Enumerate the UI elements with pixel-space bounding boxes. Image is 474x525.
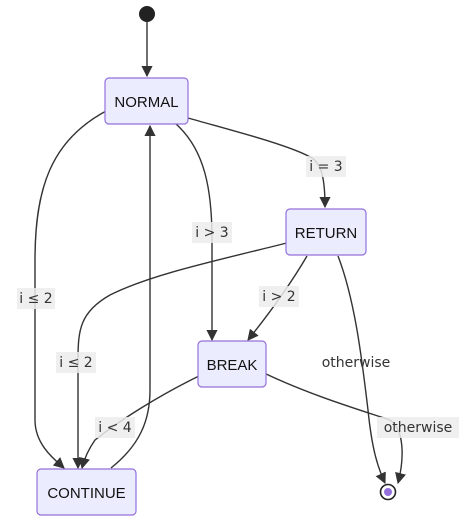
svg-text:BREAK: BREAK xyxy=(207,357,258,374)
svg-text:NORMAL: NORMAL xyxy=(114,94,178,111)
edge-return-to-end xyxy=(337,255,386,485)
svg-text:otherwise: otherwise xyxy=(384,420,453,436)
edge-continue-to-normal xyxy=(110,124,156,469)
svg-text:i ≤ 2: i ≤ 2 xyxy=(19,291,52,307)
label-return-to-continue: i ≤ 2 xyxy=(56,352,96,373)
edge-normal-to-continue xyxy=(34,109,109,469)
svg-text:CONTINUE: CONTINUE xyxy=(47,485,125,502)
svg-text:otherwise: otherwise xyxy=(322,355,391,371)
svg-text:i < 4: i < 4 xyxy=(98,420,132,436)
label-break-to-end: otherwise xyxy=(377,417,459,438)
label-return-to-end: otherwise xyxy=(322,355,391,371)
label-break-to-continue: i < 4 xyxy=(95,417,135,438)
start-node xyxy=(139,6,155,22)
svg-text:i > 3: i > 3 xyxy=(195,225,228,241)
label-normal-to-continue: i ≤ 2 xyxy=(17,288,55,309)
label-normal-to-return: i = 3 xyxy=(306,156,346,177)
label-normal-to-break: i > 3 xyxy=(192,222,232,243)
svg-text:RETURN: RETURN xyxy=(295,225,358,242)
state-break: BREAK xyxy=(197,340,267,388)
end-node xyxy=(379,483,397,501)
state-return: RETURN xyxy=(285,208,367,256)
edge-normal-to-return xyxy=(187,117,331,209)
label-return-to-break: i > 2 xyxy=(259,286,299,307)
svg-text:i ≤ 2: i ≤ 2 xyxy=(59,355,92,371)
svg-text:i > 2: i > 2 xyxy=(262,289,295,305)
edge-return-to-continue xyxy=(72,242,288,470)
state-continue: CONTINUE xyxy=(36,468,137,516)
state-normal: NORMAL xyxy=(104,77,189,125)
svg-text:i = 3: i = 3 xyxy=(309,159,342,175)
